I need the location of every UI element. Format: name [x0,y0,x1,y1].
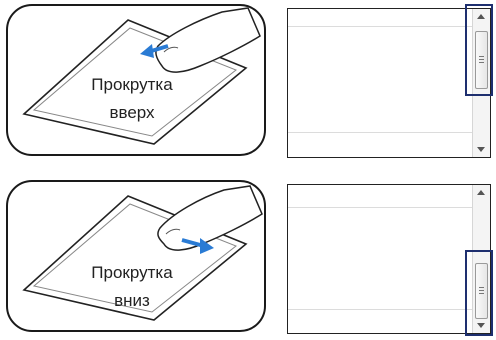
scroll-down-arrow-icon[interactable] [477,323,485,328]
touchpad-illustration-down [22,185,263,321]
scroll-up-label-line1: Прокрутка [91,75,173,94]
scrollbar-highlight [465,250,493,336]
scrollbar-highlight [465,4,493,96]
row-divider [288,132,473,133]
window-scroll-down-example [287,184,491,334]
scroll-up-arrow-icon[interactable] [477,190,485,195]
row-divider [288,207,473,208]
direction-arrow-icon [140,44,169,58]
vertical-scrollbar[interactable] [472,9,490,157]
scroll-down-label-line2: вниз [114,291,150,310]
row-divider [288,26,473,27]
scrollbar-thumb[interactable] [475,31,488,89]
touchpad-panel-scroll-down: Прокрутка вниз [6,180,266,332]
finger-gesture-icon [157,185,263,251]
touchpad-panel-scroll-up: Прокрутка вверх [6,4,266,156]
direction-arrow-icon [181,238,214,254]
finger-gesture-icon [155,7,261,73]
window-scroll-up-example [287,8,491,158]
scroll-up-arrow-icon[interactable] [477,14,485,19]
scroll-down-arrow-icon[interactable] [477,147,485,152]
scrollbar-thumb[interactable] [475,263,488,319]
row-divider [288,309,473,310]
vertical-scrollbar[interactable] [472,185,490,333]
scroll-down-label-line1: Прокрутка [91,263,173,282]
touchpad-illustration-up [22,7,261,145]
scroll-up-label-line2: вверх [109,103,155,122]
